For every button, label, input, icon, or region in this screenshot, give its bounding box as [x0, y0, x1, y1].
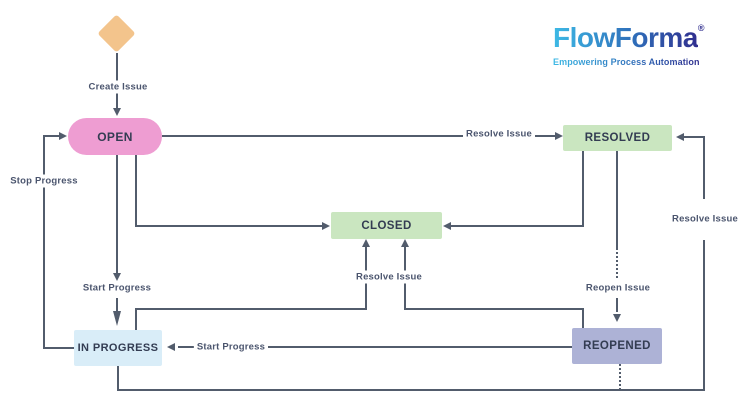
edge-label-resolve-issue-closed: Resolve Issue	[353, 270, 425, 284]
arrowhead	[59, 132, 67, 140]
edge-label-create-issue: Create Issue	[85, 80, 151, 94]
edge-label-resolve-issue-right: Resolve Issue	[669, 212, 741, 226]
line-segment	[616, 252, 618, 278]
node-closed: CLOSED	[331, 212, 442, 239]
arrowhead	[167, 343, 175, 351]
line-segment	[116, 298, 118, 311]
arrowhead	[676, 133, 684, 141]
line-segment	[703, 137, 705, 199]
line-segment	[45, 135, 60, 137]
line-segment	[135, 308, 367, 310]
line-segment	[619, 364, 621, 390]
line-segment	[268, 346, 572, 348]
line-segment	[404, 308, 584, 310]
line-segment	[616, 151, 618, 250]
arrowhead	[113, 108, 121, 116]
line-segment	[162, 135, 465, 137]
arrowhead	[443, 222, 451, 230]
line-segment	[135, 225, 323, 227]
line-segment	[117, 366, 119, 391]
arrowhead	[613, 314, 621, 322]
edge-label-start-progress-open: Start Progress	[79, 281, 155, 295]
arrowhead	[322, 222, 330, 230]
line-segment	[135, 155, 137, 227]
node-in-progress: IN PROGRESS	[74, 330, 162, 366]
line-segment	[178, 346, 197, 348]
line-segment	[43, 347, 74, 349]
line-segment	[684, 136, 705, 138]
line-segment	[116, 155, 118, 273]
edge-label-reopen-issue: Reopen Issue	[582, 281, 654, 295]
registered-trademark-symbol: ®	[697, 23, 705, 33]
flowforma-logo: FlowForma® Empowering Process Automation	[553, 24, 743, 70]
flowforma-tagline: Empowering Process Automation	[553, 57, 700, 67]
line-segment	[582, 151, 584, 227]
line-segment	[616, 298, 618, 312]
line-segment	[117, 389, 705, 391]
edge-label-resolve-issue-top: Resolve Issue	[463, 127, 535, 141]
line-segment	[703, 240, 705, 391]
arrowhead	[362, 239, 370, 247]
line-segment	[135, 308, 137, 330]
arrowhead	[113, 311, 121, 326]
line-segment	[582, 308, 584, 328]
arrowhead	[113, 273, 121, 281]
node-open: OPEN	[68, 118, 162, 155]
arrowhead	[401, 239, 409, 247]
line-segment	[43, 135, 45, 349]
line-segment	[533, 135, 557, 137]
node-resolved: RESOLVED	[563, 125, 672, 151]
arrowhead	[555, 132, 563, 140]
edge-label-stop-progress: Stop Progress	[7, 174, 81, 188]
node-reopened: REOPENED	[572, 328, 662, 364]
edge-label-start-progress-reopened: Start Progress	[193, 340, 269, 354]
start-diamond-node	[97, 14, 136, 53]
line-segment	[451, 225, 584, 227]
flowforma-logo-text: FlowForma	[553, 22, 698, 53]
